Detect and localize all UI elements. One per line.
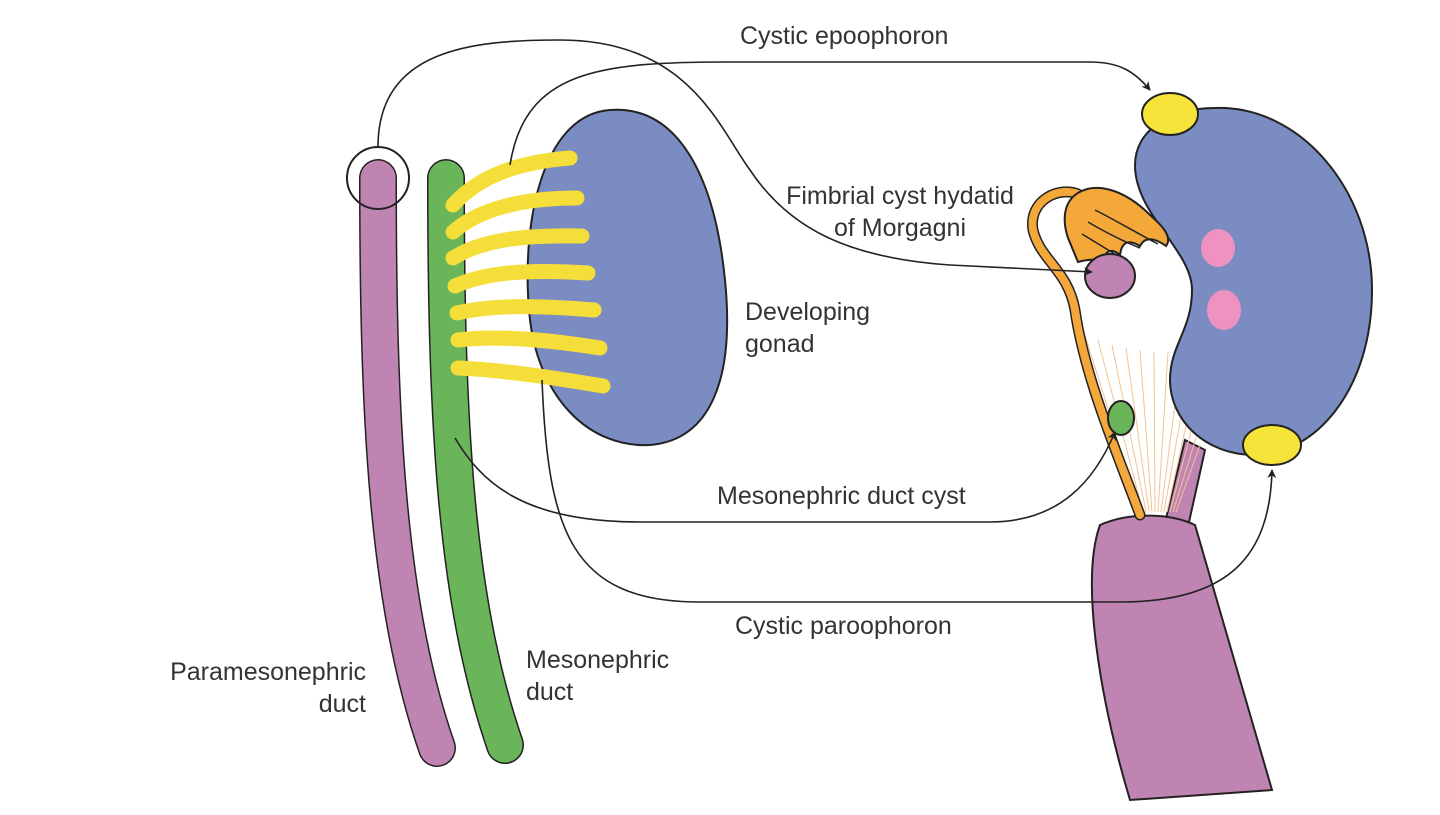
label-paramesonephric-duct-line2: duct: [318, 690, 366, 718]
label-paramesonephric-duct-line1: Paramesonephric: [170, 658, 366, 686]
label-developing-gonad-line1: Developing: [745, 298, 871, 326]
mesonephric-duct-cyst: [1107, 400, 1135, 436]
label-mesonephric-duct-line1: Mesonephric: [526, 646, 670, 674]
label-mesonephric-duct-line2: duct: [526, 678, 574, 706]
label-cystic-epoophoron: Cystic epoophoron: [740, 22, 949, 50]
fimbrial-cyst: [1084, 253, 1136, 299]
mesonephric-tubules: [445, 150, 611, 394]
arrow-fimbrial-cyst: [377, 39, 1093, 277]
label-fimbrial-cyst: Fimbrial cyst hydatid of Morgagni: [765, 180, 1035, 244]
label-mesonephric-duct: Mesonephric duct: [526, 644, 669, 708]
label-cystic-paroophoron: Cystic paroophoron: [735, 612, 952, 640]
arrow-cystic-paroophoron: [541, 379, 1277, 603]
ovarian-pink-spot-2: [1207, 290, 1241, 330]
label-developing-gonad-line2: gonad: [745, 330, 815, 358]
ovarian-pink-spot-1: [1201, 229, 1235, 267]
label-mesonephric-duct-cyst: Mesonephric duct cyst: [717, 482, 966, 510]
label-fimbrial-cyst-line2: of Morgagni: [833, 214, 967, 242]
arrow-mesonephric-duct-cyst: [454, 431, 1117, 523]
epoophoron-cyst: [1141, 92, 1199, 136]
arrow-cystic-epoophoron: [509, 61, 1151, 166]
paroophoron-cyst: [1242, 424, 1302, 466]
label-fimbrial-cyst-line1: Fimbrial cyst hydatid: [786, 182, 1014, 210]
ovary: [1133, 106, 1374, 457]
label-developing-gonad: Developing gonad: [745, 296, 870, 360]
label-paramesonephric-duct: Paramesonephric duct: [120, 656, 366, 720]
